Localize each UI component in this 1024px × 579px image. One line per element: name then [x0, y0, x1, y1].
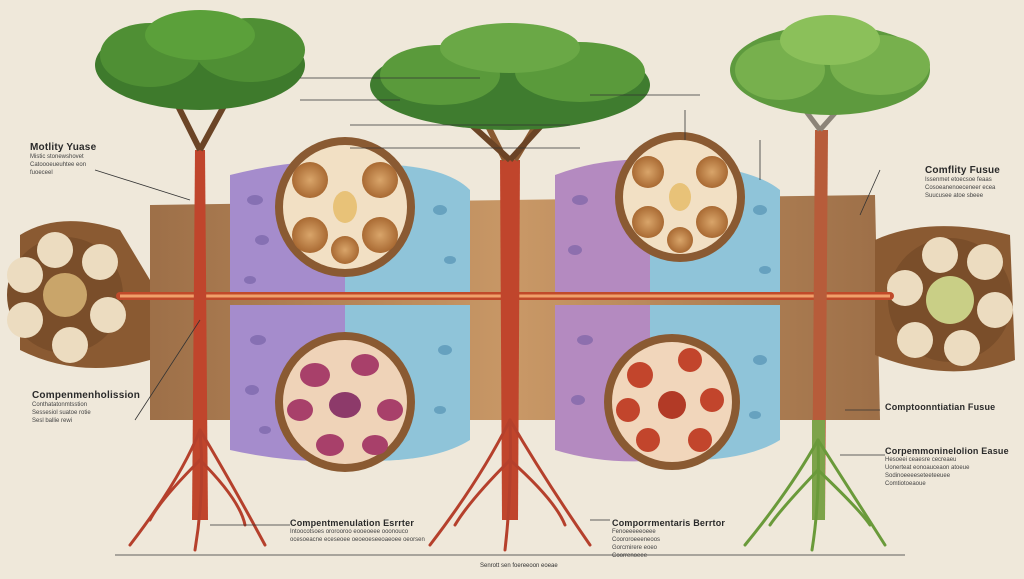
cross-section-top-left	[275, 137, 415, 277]
label-left-top-line: fuoeceel	[30, 170, 53, 176]
label-bottom-left-line: Intoocotsoes ororooroo eooeoeee ooonouco	[290, 529, 409, 535]
tree-canopy-left	[95, 10, 305, 152]
roots-right	[743, 438, 887, 552]
label-bottom-left-line: ocesoeacne eceseoee oeoeoeseeoaeoee oeor…	[290, 537, 425, 543]
label-bottom-left: Compentmenulation Esrrter Intoocotsoes o…	[290, 518, 425, 544]
label-left-mid-line: Sesl ballie rewi	[32, 418, 73, 424]
tree-canopy-middle	[370, 23, 650, 163]
label-right-low-line: Comtiotoeaoue	[885, 481, 926, 487]
cross-section-bottom-left	[275, 332, 415, 472]
label-right-mid-title: Comptoonntiatian Fusue	[885, 402, 996, 412]
label-right-top-line: Cosoeanenoeceneer ecea	[925, 185, 996, 191]
label-bottom-mid-title: Comporrmentaris Berrtor	[612, 518, 726, 528]
label-bottom-left-title: Compentmenulation Esrrter	[290, 518, 415, 528]
tree-canopy-right	[730, 15, 930, 132]
label-left-top-line: Catoooeueuhtee eon	[30, 162, 87, 168]
trunk-left	[192, 150, 208, 520]
label-right-mid: Comptoonntiatian Fusue	[885, 402, 995, 412]
label-right-top-line: Issenmet etoecsoe feaas	[925, 177, 992, 183]
label-right-low-title: Corpemmoninelolion Easue	[885, 446, 1009, 456]
footer-caption: Senrott sen foereeoon eoeae	[480, 563, 558, 569]
roots-left	[128, 428, 267, 552]
label-left-mid-line: Conthatatonmtsstion	[32, 402, 88, 408]
label-left-top-line: Mistic stonewshovet	[30, 154, 84, 160]
roots-middle	[428, 418, 592, 552]
label-bottom-mid-line: Coorrenoeee	[612, 553, 648, 559]
label-right-low: Corpemmoninelolion Easue Hesoeei ceaesre…	[885, 446, 1009, 488]
label-left-mid-title: Compenmenholission	[32, 390, 141, 401]
label-bottom-mid-line: Fenoeeeeeoeee	[612, 529, 656, 535]
tissue-cells-blue	[433, 205, 771, 419]
tissue-cells	[244, 195, 593, 434]
label-bottom-mid-line: Coororoeeeneoos	[612, 537, 661, 543]
cross-section-bottom-right	[604, 334, 740, 470]
log-section-left	[7, 221, 150, 368]
label-bottom-mid: Comporrmentaris Berrtor Fenoeeeeeoeee Co…	[612, 518, 725, 560]
label-right-top: Comflity Fusue Issenmet etoecsoe feaas C…	[925, 165, 1000, 200]
label-right-low-line: Uonerteat eonoauceaon atoeue	[885, 465, 970, 471]
trunk-right	[812, 130, 828, 520]
label-bottom-mid-line: Gorcmirere eoeo	[612, 545, 658, 551]
label-left-top: Motlity Yuase Mistic stonewshovet Catooo…	[30, 142, 96, 177]
cross-section-top-right	[615, 132, 745, 262]
label-right-low-line: Hesoeei ceaesre cecreaeu	[885, 457, 957, 463]
label-left-mid: Compenmenholission Conthatatonmtsstion S…	[32, 390, 140, 425]
log-section-right	[875, 226, 1015, 372]
label-right-top-line: Suucusee atoe sbeee	[925, 193, 984, 199]
leader-lines	[94, 77, 905, 556]
label-right-top-title: Comflity Fusue	[925, 165, 1001, 176]
label-left-top-title: Motlity Yuase	[30, 142, 97, 153]
label-left-mid-line: Sessesiol suatoe rotie	[32, 410, 91, 416]
label-right-low-line: Sodinoeeeeseteeteeuee	[885, 473, 951, 479]
